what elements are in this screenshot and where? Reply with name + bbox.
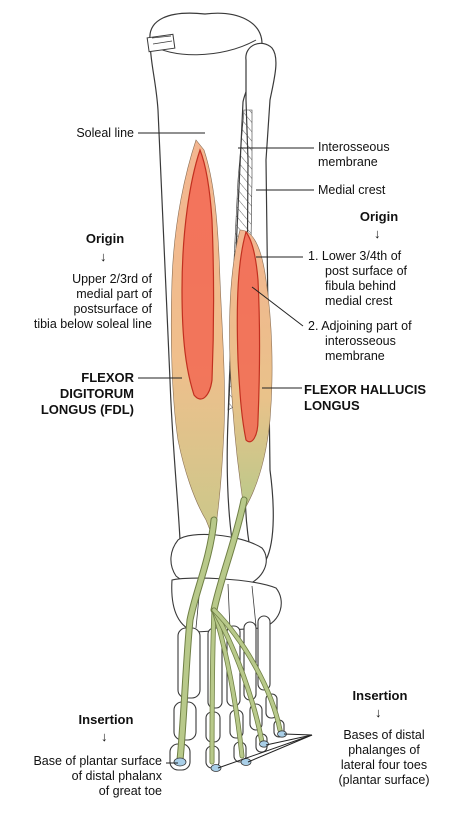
insertion-right-line1: Bases of distal — [343, 728, 425, 742]
origin-left-title: Origin — [85, 231, 125, 246]
medial-crest-label: Medial crest — [318, 183, 386, 197]
insertion-right-text: Bases of distal phalanges of lateral fou… — [314, 728, 454, 788]
fdl-name-line3: LONGUS (FDL) — [40, 402, 134, 417]
origin-right-item1-line3: fibula behind — [325, 279, 396, 293]
origin-left-text: Upper 2/3rd of medial part of postsurfac… — [34, 272, 152, 332]
origin-right-item1-line1: 1. Lower 3/4th of — [308, 249, 402, 263]
origin-right-item1: 1. Lower 3/4th of post surface of fibula… — [308, 249, 407, 309]
soleal-line-label: Soleal line — [76, 126, 134, 140]
insertion-left-arrow: ↓ — [101, 729, 108, 744]
origin-right-item1-line2: post surface of — [325, 264, 407, 278]
insertion-right-line3: lateral four toes — [340, 758, 428, 772]
fhl-origin-area — [236, 230, 261, 443]
insertion-left-text: Base of plantar surface of distal phalan… — [33, 754, 162, 799]
origin-left-line2: medial part of — [76, 287, 152, 301]
insertion-right-title: Insertion — [352, 688, 408, 703]
origin-right-arrow: ↓ — [374, 226, 381, 241]
fhl-name-label: FLEXOR HALLUCIS LONGUS — [304, 382, 426, 414]
origin-right-title: Origin — [359, 209, 399, 224]
insertion-right-line4: (plantar surface) — [338, 773, 430, 787]
fhl-name-line2: LONGUS — [304, 398, 360, 413]
fdl-name-line1: FLEXOR — [81, 370, 134, 385]
origin-left-line1: Upper 2/3rd of — [72, 272, 152, 286]
interosseous-label-line2: membrane — [318, 155, 378, 169]
insertion-left-line3: of great toe — [98, 784, 162, 798]
origin-left-line3: postsurface of — [73, 302, 152, 316]
insertion-right-arrow: ↓ — [375, 705, 382, 720]
origin-right-item1-line4: medial crest — [325, 294, 393, 308]
tendons — [176, 496, 283, 765]
fdl-origin-area — [181, 148, 215, 400]
insertion-left-title: Insertion — [78, 712, 134, 727]
origin-right-item2-line3: membrane — [325, 349, 385, 363]
origin-left-line4: tibia below soleal line — [33, 317, 152, 331]
fdl-name-line2: DIGITORUM — [59, 386, 134, 401]
origin-left-arrow: ↓ — [100, 249, 107, 264]
insertion-right-line2: phalanges of — [348, 743, 420, 757]
interosseous-membrane-label: Interosseous membrane — [318, 140, 390, 170]
origin-right-item2-line2: interosseous — [325, 334, 396, 348]
interosseous-label-line1: Interosseous — [318, 140, 390, 154]
fdl-name-label: FLEXOR DIGITORUM LONGUS (FDL) — [41, 370, 134, 418]
insertion-left-line1: Base of plantar surface — [33, 754, 162, 768]
insertion-left-line2: of distal phalanx — [71, 769, 162, 783]
origin-right-item2-line1: 2. Adjoining part of — [308, 319, 412, 333]
leader-lines — [138, 132, 314, 769]
origin-right-item2: 2. Adjoining part of interosseous membra… — [308, 319, 412, 364]
fhl-name-line1: FLEXOR HALLUCIS — [304, 382, 427, 397]
